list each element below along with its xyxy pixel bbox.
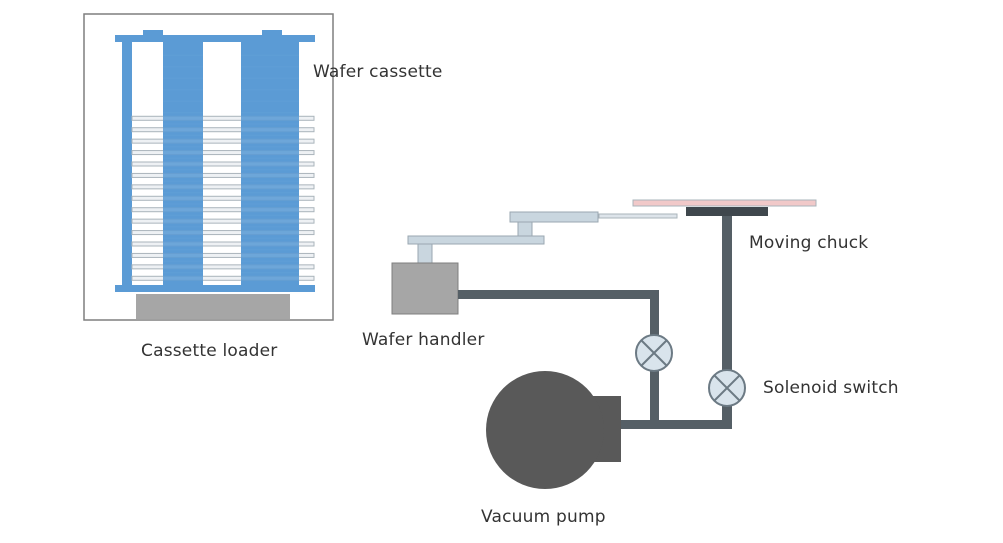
- cassette-wafer: [131, 115, 315, 121]
- cassette-wafer: [131, 161, 315, 167]
- wafer-handler-body: [391, 262, 459, 315]
- solenoid-switch-valve: [708, 369, 746, 407]
- cassette-top-bar: [115, 35, 315, 42]
- cassette-column-1-overlay: [163, 38, 203, 292]
- moving-chuck-stem: [722, 216, 732, 428]
- label-wafer-handler: Wafer handler: [362, 330, 485, 350]
- cassette-wafer: [131, 252, 315, 258]
- vacuum-pump-body: [486, 371, 604, 489]
- wafer-cassette: [115, 30, 315, 292]
- cassette-left-rod: [122, 38, 132, 292]
- cassette-wafer: [131, 264, 315, 270]
- cassette-wafer: [131, 218, 315, 224]
- cassette-wafer: [131, 127, 315, 133]
- pipe-pump-horizontal: [619, 420, 732, 429]
- handler-arm-joint-upper: [517, 221, 533, 238]
- label-moving-chuck: Moving chuck: [749, 233, 869, 253]
- cassette-bottom-bar: [115, 285, 315, 292]
- cassette-wafers: [131, 38, 315, 292]
- cassette-loader-base: [136, 294, 290, 319]
- label-wafer-cassette: Wafer cassette: [313, 62, 443, 82]
- cassette-wafer: [131, 184, 315, 190]
- handler-arm-upper: [509, 211, 599, 223]
- cassette-wafer: [131, 207, 315, 213]
- cassette-column-2-overlay: [241, 38, 299, 292]
- label-cassette-loader: Cassette loader: [141, 341, 278, 361]
- moving-chuck-plate: [686, 207, 768, 216]
- cassette-wafer: [131, 275, 315, 281]
- moving-chuck-wafer: [632, 199, 817, 207]
- cassette-wafer: [131, 150, 315, 156]
- cassette-wafer: [131, 195, 315, 201]
- handler-arm-joint-lower: [417, 243, 433, 264]
- label-vacuum-pump: Vacuum pump: [481, 507, 606, 527]
- cassette-wafer: [131, 138, 315, 144]
- valve-handler-line: [635, 334, 673, 372]
- cassette-wafer: [131, 230, 315, 236]
- cassette-top-tab-right: [262, 30, 282, 36]
- pipe-handler-horizontal: [458, 290, 659, 299]
- cassette-loader-frame: [83, 13, 334, 321]
- handler-arm-lower: [407, 235, 545, 245]
- handler-wafer: [598, 213, 678, 219]
- cassette-top-tab-left: [143, 30, 163, 36]
- cassette-wafer: [131, 241, 315, 247]
- label-solenoid-switch: Solenoid switch: [763, 378, 899, 398]
- cassette-wafer: [131, 172, 315, 178]
